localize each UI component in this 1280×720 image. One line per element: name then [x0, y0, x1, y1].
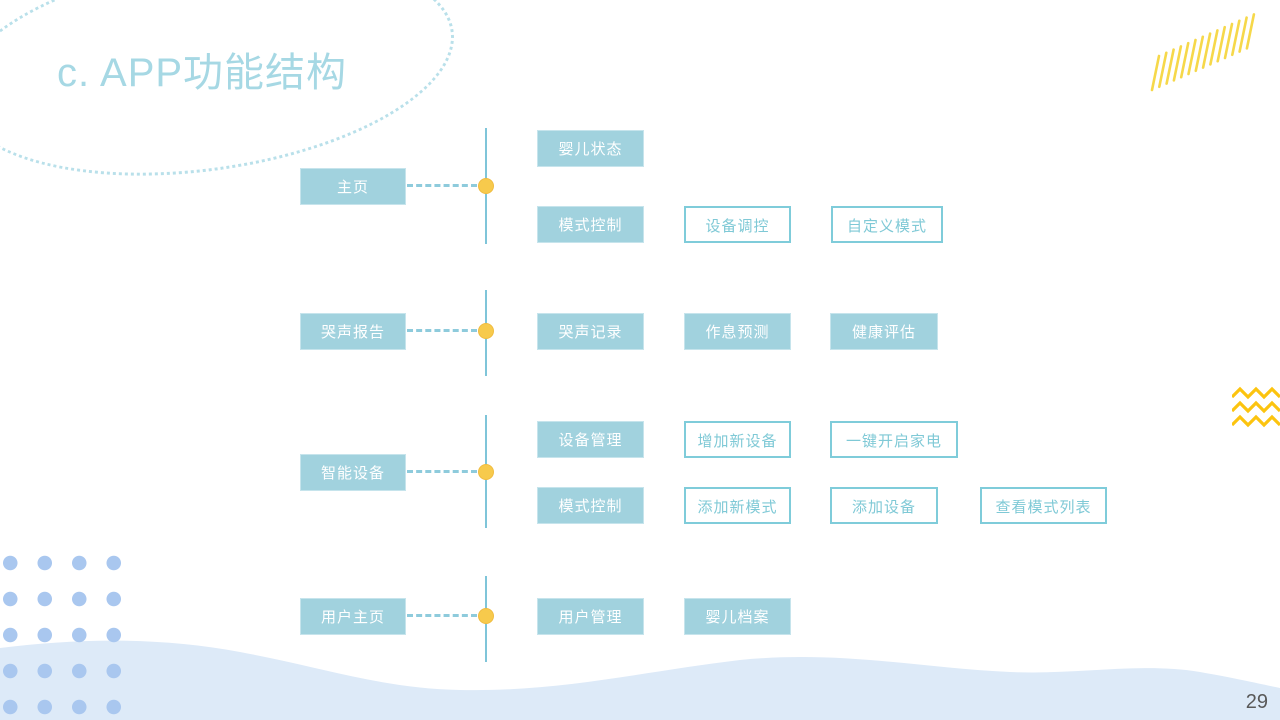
node-add-new-mode: 添加新模式	[684, 487, 791, 524]
dashed-connector-smart	[407, 470, 477, 473]
wave-decoration	[0, 640, 1280, 720]
node-onekey-appliances: 一键开启家电	[830, 421, 958, 458]
connector-dot-smart	[478, 464, 494, 480]
node-baby-profile: 婴儿档案	[684, 598, 791, 635]
connector-dot-home	[478, 178, 494, 194]
dashed-connector-user	[407, 614, 477, 617]
node-cry-record: 哭声记录	[537, 313, 644, 350]
diagonal-lines-decoration	[1150, 13, 1256, 92]
node-add-new-device: 增加新设备	[684, 421, 791, 458]
node-baby-status: 婴儿状态	[537, 130, 644, 167]
dashed-connector-home	[407, 184, 477, 187]
dashed-connector-cry	[407, 329, 477, 332]
zigzag-decoration	[1232, 386, 1280, 428]
connector-dot-cry	[478, 323, 494, 339]
node-mode-control-2: 模式控制	[537, 487, 644, 524]
node-device-management: 设备管理	[537, 421, 644, 458]
node-user-management: 用户管理	[537, 598, 644, 635]
node-custom-mode: 自定义模式	[831, 206, 943, 243]
node-schedule-forecast: 作息预测	[684, 313, 791, 350]
page-title: c. APP功能结构	[57, 51, 348, 95]
node-add-device: 添加设备	[830, 487, 938, 524]
node-cry-report: 哭声报告	[300, 313, 406, 350]
node-mode-control: 模式控制	[537, 206, 644, 243]
node-health-assessment: 健康评估	[830, 313, 938, 350]
node-user-home: 用户主页	[300, 598, 406, 635]
node-device-regulation: 设备调控	[684, 206, 791, 243]
connector-dot-user	[478, 608, 494, 624]
node-view-mode-list: 查看模式列表	[980, 487, 1107, 524]
dot-grid-decoration	[0, 545, 132, 720]
page-number: 29	[1245, 691, 1268, 713]
node-home: 主页	[300, 168, 406, 205]
node-smart-devices: 智能设备	[300, 454, 406, 491]
